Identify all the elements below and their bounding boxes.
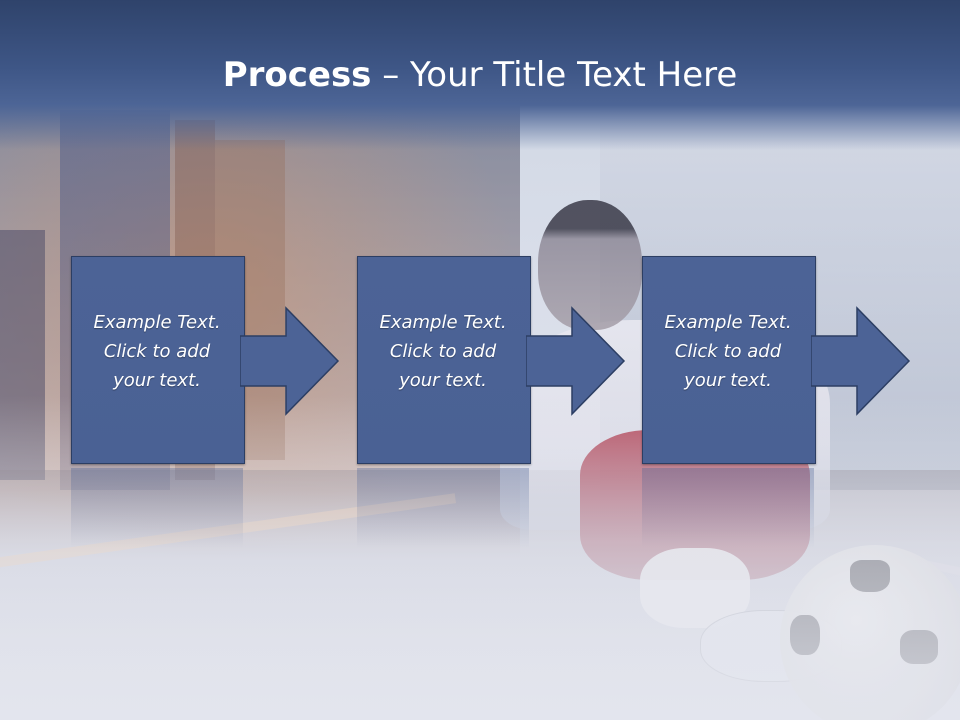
step-reflection bbox=[71, 468, 243, 548]
arrow-right-icon bbox=[526, 306, 626, 416]
arrow-right-icon bbox=[240, 306, 340, 416]
step-text[interactable]: Example Text. Click to add your text. bbox=[379, 312, 507, 391]
title-rest: – Your Title Text Here bbox=[371, 55, 738, 95]
slide-title[interactable]: Process – Your Title Text Here bbox=[0, 52, 960, 98]
step-reflection bbox=[357, 468, 529, 548]
process-step-2[interactable]: Example Text. Click to add your text. bbox=[357, 256, 533, 548]
title-bar bbox=[0, 0, 960, 150]
step-box[interactable] bbox=[357, 256, 531, 464]
step-reflection bbox=[642, 468, 814, 548]
step-box[interactable] bbox=[71, 256, 245, 464]
step-text[interactable]: Example Text. Click to add your text. bbox=[93, 312, 221, 391]
step-text[interactable]: Example Text. Click to add your text. bbox=[664, 312, 792, 391]
arrow-right-icon bbox=[811, 306, 911, 416]
process-step-1[interactable]: Example Text. Click to add your text. bbox=[71, 256, 247, 548]
step-box[interactable] bbox=[642, 256, 816, 464]
title-bold: Process bbox=[222, 55, 372, 95]
process-step-3[interactable]: Example Text. Click to add your text. bbox=[642, 256, 818, 548]
